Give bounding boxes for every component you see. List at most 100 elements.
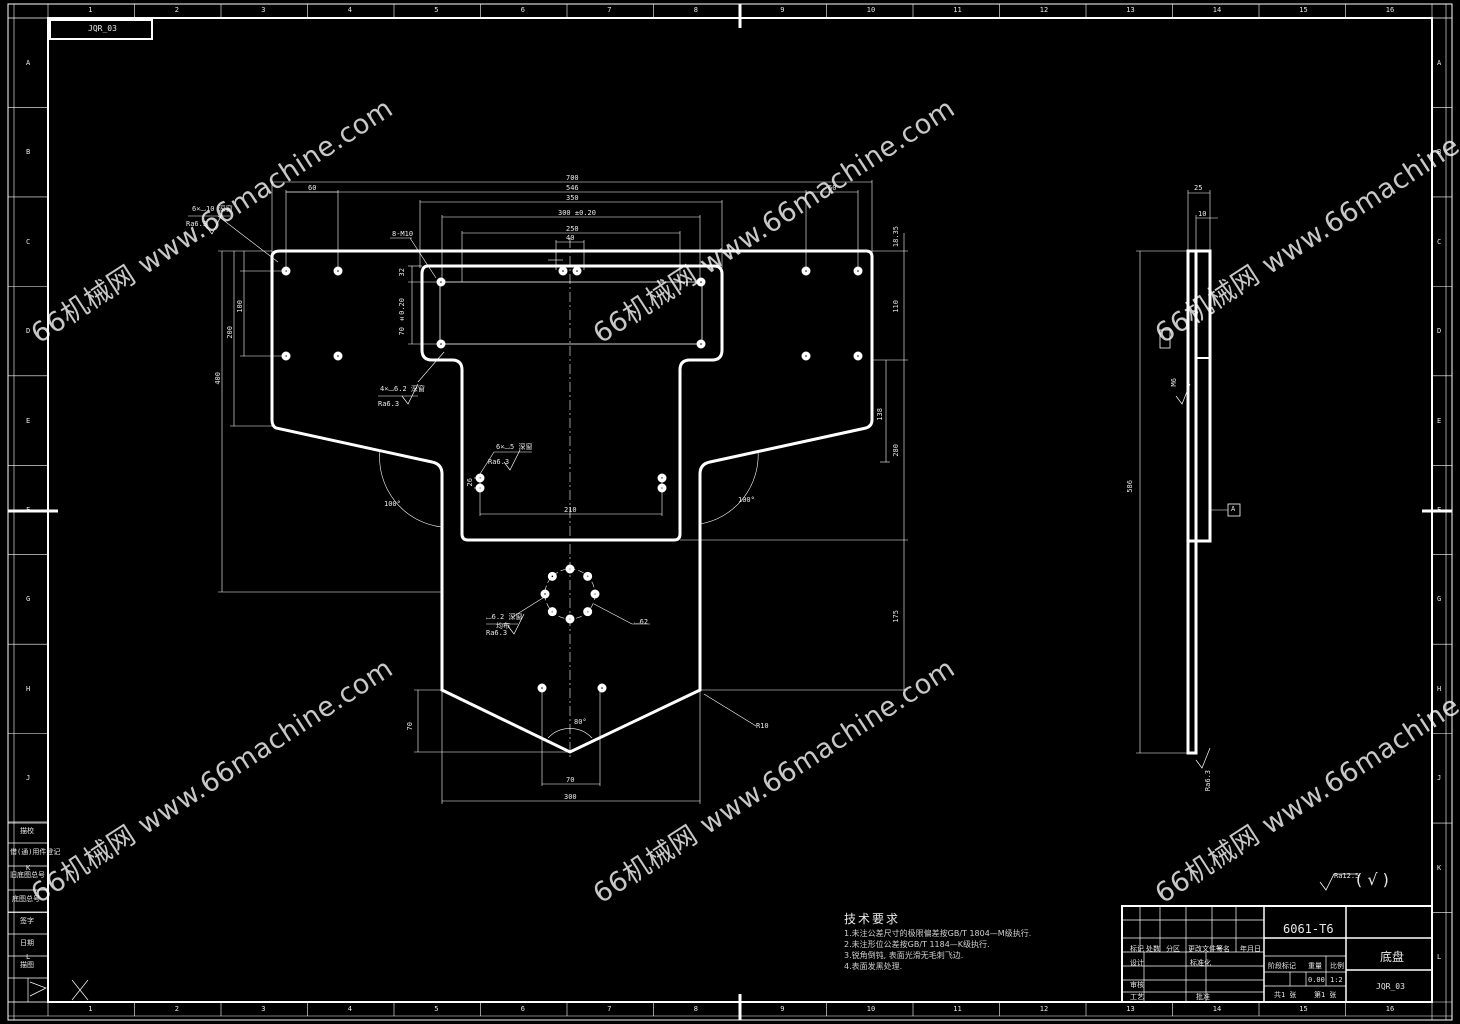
dim-70-bottom: 70: [566, 776, 575, 784]
dim-32: 32: [398, 268, 406, 277]
dim-200: 200: [226, 326, 234, 339]
callout-center-ra: Ra6.3: [488, 458, 510, 466]
column-label: 12: [1039, 1005, 1049, 1013]
hole-center: [336, 269, 340, 273]
left-table-2: 旧底图总号: [10, 871, 45, 879]
callout-mid-holes: 4×⌴6.2 深窗: [380, 385, 425, 393]
tech-line-3: 3.锐角倒钝, 表面光滑无毛刺飞边.: [844, 951, 964, 960]
column-label: 8: [693, 6, 698, 14]
column-label: 15: [1299, 1005, 1308, 1013]
column-label: 16: [1385, 6, 1395, 14]
dim-70-vert: 70: [406, 722, 414, 731]
hole-center: [575, 269, 579, 273]
tech-line-2: 2.未注形位公差按GB/T 1184—K级执行.: [844, 940, 990, 949]
dim-300-bottom: 300: [564, 793, 577, 801]
column-label: 10: [866, 1005, 876, 1013]
column-label: 1: [88, 1005, 93, 1013]
callout-circle-holes: ⌴6.2 深窗: [486, 613, 523, 621]
dim-40: 40: [566, 234, 575, 242]
hole-center: [600, 686, 604, 690]
row-label: H: [26, 684, 31, 693]
hole-center: [856, 354, 860, 358]
column-label: 6: [520, 6, 525, 14]
column-label: 11: [953, 1005, 962, 1013]
column-label: 2: [174, 6, 179, 14]
column-label: 15: [1299, 6, 1308, 14]
dim-700: 700: [566, 174, 579, 182]
row-label: C: [1437, 237, 1442, 246]
column-label: 4: [347, 1005, 352, 1013]
hole-center: [336, 354, 340, 358]
dim-300: 300 ±0.20: [558, 209, 596, 217]
dim-100-left: 100: [236, 300, 244, 313]
row-label: A: [26, 58, 31, 67]
left-table-4: 签字: [20, 917, 34, 925]
roughness-default-value: Ra12.5: [1334, 872, 1360, 880]
dim-110-right: 110: [892, 300, 900, 313]
column-label: 2: [174, 1005, 179, 1013]
tb-standard: 标准化: [1190, 959, 1211, 967]
dim-18-35: 18.35: [892, 226, 900, 248]
row-label: J: [26, 774, 31, 783]
tb-approve: 批准: [1196, 993, 1210, 1001]
title-part-name: 底盘: [1380, 950, 1405, 964]
row-label: K: [1437, 863, 1442, 872]
tb-stage: 阶段标记: [1268, 962, 1296, 970]
dim-60-left: 60: [308, 184, 317, 192]
callout-top-ra: Ra6.3: [186, 220, 208, 228]
row-label: G: [1437, 595, 1442, 604]
tb-sheet-no: 第1 张: [1314, 991, 1337, 999]
angle-right: 100°: [738, 496, 755, 504]
side-view: [1136, 190, 1241, 755]
tech-line-4: 4.表面发黑处理.: [844, 962, 903, 971]
side-datum-a: A: [1231, 505, 1236, 513]
tb-sign: 签名: [1216, 945, 1230, 953]
side-dim-10: 10: [1198, 210, 1207, 218]
hole-center: [856, 269, 860, 273]
column-label: 3: [261, 6, 266, 14]
dim-70-tol: 70 ±0.20: [398, 298, 406, 336]
tb-scale: 比例: [1330, 962, 1344, 970]
mounting-holes: [281, 266, 863, 693]
pocket-outline: [420, 264, 724, 542]
column-label: 14: [1212, 1005, 1222, 1013]
column-label: 9: [780, 1005, 785, 1013]
tb-mark: 标记: [1130, 945, 1144, 953]
dim-138: 138: [876, 408, 884, 421]
row-label: D: [26, 327, 31, 336]
column-label: 13: [1126, 6, 1135, 14]
tb-zone: 分区: [1166, 945, 1180, 953]
column-label: 16: [1385, 1005, 1395, 1013]
tb-sheet-total: 共1 张: [1274, 991, 1297, 999]
hole-center: [804, 354, 808, 358]
row-label: A: [1437, 58, 1442, 67]
side-mark-m6: M6: [1170, 378, 1178, 387]
title-drawing-code: JQR_03: [1376, 982, 1405, 991]
tb-weight-value: 0.00: [1308, 976, 1325, 984]
dim-210: 210: [564, 506, 577, 514]
roughness-symbols: [205, 213, 1211, 769]
dim-60-right: 60: [828, 184, 837, 192]
column-label: 8: [693, 1005, 698, 1013]
tb-weight: 重量: [1308, 962, 1322, 970]
row-label: J: [1437, 774, 1442, 783]
bolt-circle-hole-center: [550, 574, 555, 579]
code-box: [49, 19, 153, 40]
left-table-5: 日期: [20, 939, 34, 947]
column-label: 12: [1039, 6, 1049, 14]
hole-center: [439, 342, 443, 346]
hole-center: [699, 342, 703, 346]
angle-bottom: 80°: [574, 718, 587, 726]
tb-process: 工艺: [1130, 993, 1144, 1001]
row-label: B: [1437, 148, 1442, 157]
title-block-grid: [1122, 906, 1264, 1002]
hole-center: [540, 686, 544, 690]
hole-center: [804, 269, 808, 273]
hole-center: [561, 269, 565, 273]
column-label: 9: [780, 6, 785, 14]
tech-line-1: 1.未注公差尺寸的极限偏差按GB/T 1804—M级执行.: [844, 929, 1032, 938]
tech-requirements-title: 技术要求: [844, 912, 901, 926]
column-label: 13: [1126, 1005, 1135, 1013]
dim-400: 400: [214, 372, 222, 385]
